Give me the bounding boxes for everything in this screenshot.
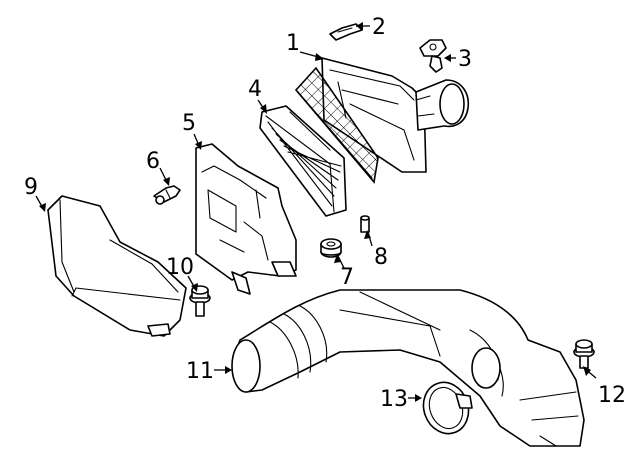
part-1-mesh-screen: [294, 66, 379, 184]
part-12-bolt: [573, 339, 595, 369]
callout-10: 10: [166, 255, 194, 280]
callout-4: 4: [248, 77, 262, 102]
part-7-grommet: [320, 238, 342, 258]
part-8-pin: [360, 215, 370, 233]
part-9-intake-duct: [47, 195, 187, 337]
part-6-bolt: [153, 185, 181, 205]
callout-12: 12: [598, 383, 626, 408]
part-2-clip: [329, 23, 363, 41]
callout-11: 11: [186, 359, 214, 384]
part-3-sensor: [419, 39, 447, 73]
part-10-bolt: [189, 285, 211, 317]
callout-5: 5: [182, 111, 196, 136]
callout-3: 3: [458, 47, 472, 72]
callout-6: 6: [146, 149, 160, 174]
callout-9: 9: [24, 175, 38, 200]
part-13-hose-clamp: [422, 381, 473, 435]
part-5-lower-case: [195, 143, 297, 295]
callout-13: 13: [380, 387, 408, 412]
callout-1: 1: [286, 31, 300, 56]
part-4-air-filter: [259, 105, 347, 217]
callout-2: 2: [372, 15, 386, 40]
callout-8: 8: [374, 245, 388, 270]
part-11-intake-hose: [231, 289, 585, 447]
callout-7: 7: [340, 265, 354, 290]
